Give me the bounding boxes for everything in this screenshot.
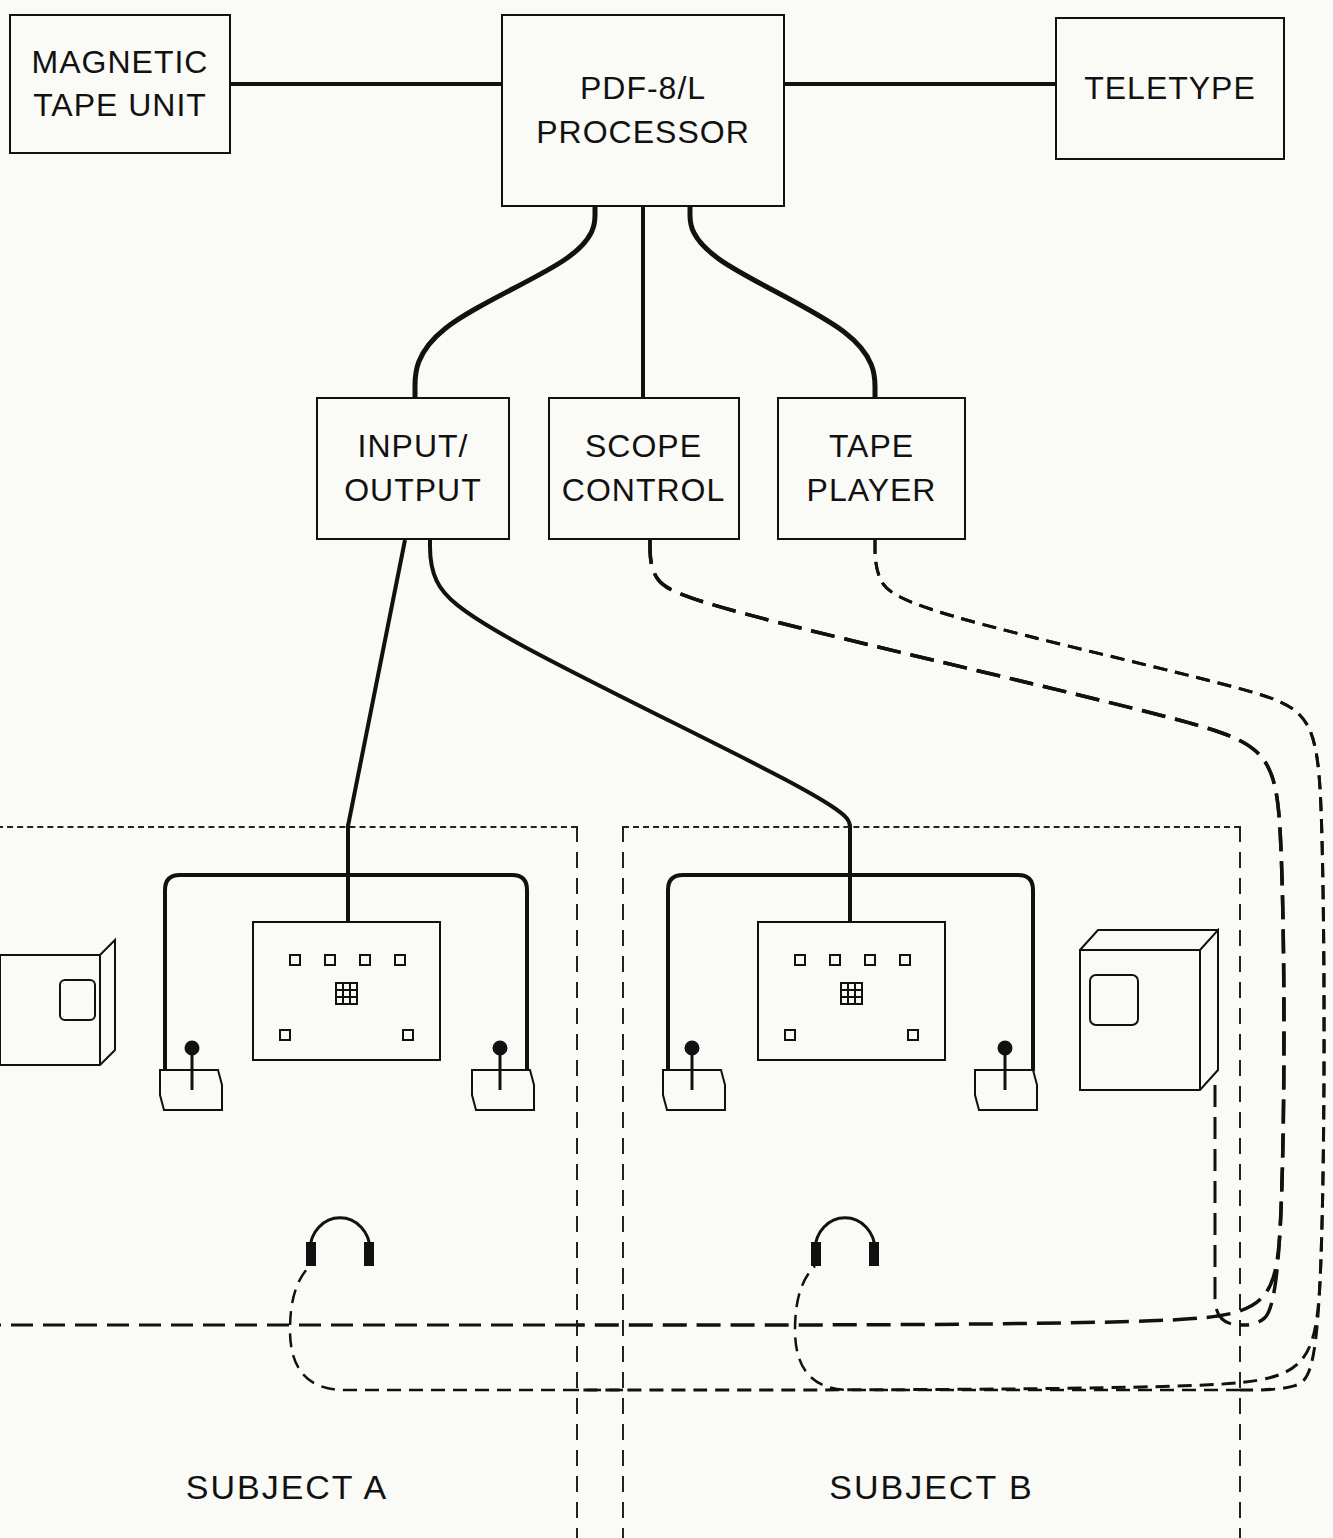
data-cable [641,207,645,397]
indicator-light [830,955,840,965]
indicator-light [865,955,875,965]
keypad [841,983,848,990]
station-label: SUBJECT B [623,1468,1240,1507]
keypad [841,997,848,1004]
keypad [855,990,862,997]
data-cable [415,207,595,397]
keypad [350,983,357,990]
headphones [815,1218,875,1250]
keypad [848,990,855,997]
keypad [855,983,862,990]
joystick-cable [668,875,1033,1070]
signal-cable [577,540,1324,1390]
keypad [343,997,350,1004]
signal-cable [875,540,1324,1390]
scope-cable [1215,1085,1240,1325]
keypad [855,997,862,1004]
box-label: MAGNETIC TAPE UNIT [11,37,229,131]
box-label: SCOPE CONTROL [550,421,738,515]
response-panel [758,922,945,1060]
signal-cable [577,540,1284,1325]
keypad [841,990,848,997]
subject-station: SUBJECT A [0,826,577,1538]
keypad [343,990,350,997]
button [280,1030,290,1040]
data-cable [348,540,405,826]
keypad [336,983,343,990]
keypad [343,983,350,990]
device-box: TELETYPE [1055,17,1285,160]
button [785,1030,795,1040]
box-label: TELETYPE [1076,63,1264,114]
button [403,1030,413,1040]
interface-box: TAPE PLAYER [777,397,966,540]
indicator-light [360,955,370,965]
button [908,1030,918,1040]
keypad [350,990,357,997]
scope-cable [0,1324,577,1327]
subject-station: SUBJECT B [623,826,1240,1538]
indicator-light [795,955,805,965]
keypad [336,997,343,1004]
audio-cable [795,1266,1240,1390]
room-divider [1239,826,1241,1538]
oscilloscope [0,940,115,1065]
indicator-light [290,955,300,965]
joystick [472,1070,534,1110]
processor-box: PDF-8/L PROCESSOR [501,14,785,207]
indicator-light [900,955,910,965]
joystick-cable [165,875,527,1070]
room-divider [576,826,578,1538]
interface-box: INPUT/ OUTPUT [316,397,510,540]
headphones [310,1218,370,1250]
data-cable [231,82,501,86]
box-label: INPUT/ OUTPUT [318,421,508,515]
audio-cable [290,1266,577,1390]
data-cable [690,207,875,397]
signal-cable [650,540,1284,1325]
indicator-light [395,955,405,965]
interface-box: SCOPE CONTROL [548,397,740,540]
keypad [350,997,357,1004]
oscilloscope [1080,930,1218,1090]
box-label: PDF-8/L PROCESSOR [503,63,783,157]
scope-screen [1090,975,1138,1025]
keypad [848,983,855,990]
device-box: MAGNETIC TAPE UNIT [9,14,231,154]
data-cable [430,540,850,826]
keypad [848,997,855,1004]
indicator-light [325,955,335,965]
data-cable [785,82,1055,86]
scope-screen [60,980,95,1020]
response-panel [253,922,440,1060]
station-label: SUBJECT A [0,1468,577,1507]
box-label: TAPE PLAYER [779,421,964,515]
joystick [663,1070,725,1110]
keypad [336,990,343,997]
